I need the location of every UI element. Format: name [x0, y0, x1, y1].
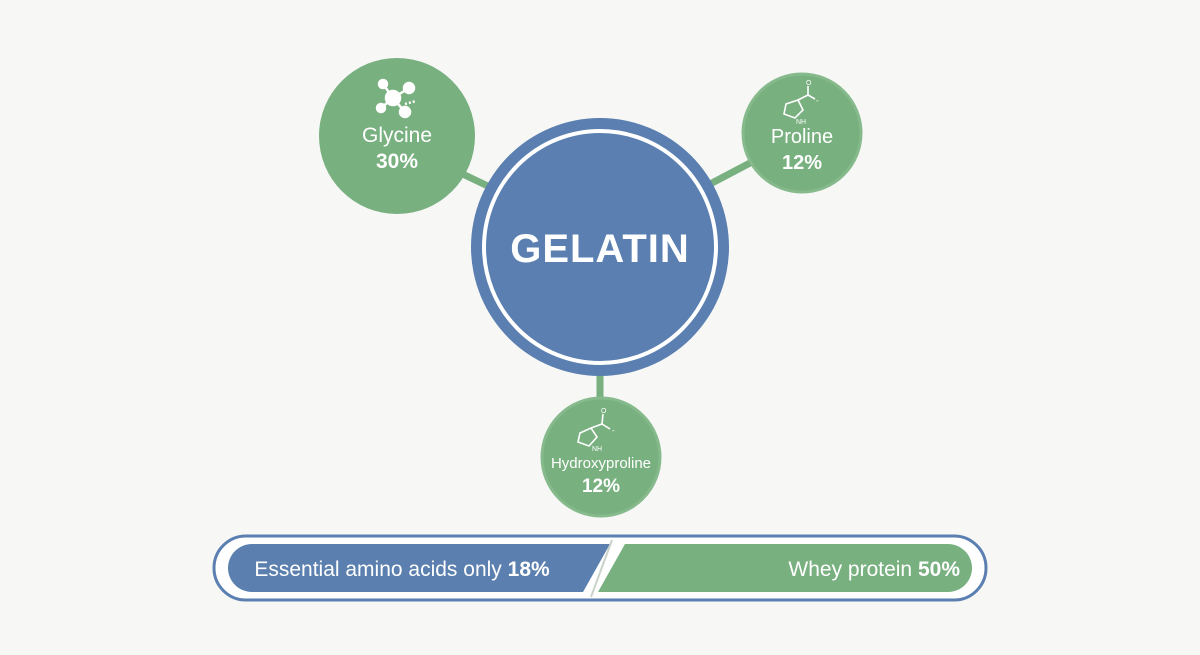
- hydroxyproline-node: [540, 396, 662, 518]
- hydroxyproline-oxygen-label: O: [601, 408, 607, 415]
- hydroxyproline-percent: 12%: [581, 476, 621, 497]
- comparison-right-label: Whey protein: [788, 558, 913, 581]
- hydroxyproline-charge-label: -: [612, 426, 615, 435]
- comparison-bar-right-segment: [598, 544, 972, 592]
- pyrrolidine-ring-icon: [783, 86, 816, 119]
- comparison-right-text: Whey protein 50%: [620, 552, 960, 588]
- connector-proline: [708, 159, 754, 187]
- comparison-bar-left-segment: [228, 544, 610, 592]
- proline-percent: 12%: [781, 152, 823, 174]
- glycine-node: [319, 58, 475, 214]
- proline-charge-label: -: [816, 96, 819, 105]
- pyrrolidine-ring-icon: [577, 413, 611, 447]
- comparison-bar-divider: [590, 539, 613, 598]
- glycine-name: Glycine: [361, 124, 433, 147]
- comparison-left-text: Essential amino acids only 18%: [222, 552, 582, 588]
- hydroxyproline-name: Hydroxyproline: [550, 455, 652, 472]
- center-node-outer: [471, 118, 729, 376]
- glycine-percent: 30%: [375, 150, 419, 173]
- comparison-right-percent: 50%: [917, 558, 960, 581]
- comparison-left-percent: 18%: [507, 558, 550, 581]
- center-label: GELATIN: [510, 227, 690, 271]
- proline-oxygen-label: O: [806, 80, 812, 87]
- hydroxyproline-amine-label: NH: [592, 446, 602, 453]
- proline-name: Proline: [770, 126, 834, 148]
- center-node-ring: [482, 129, 718, 365]
- proline-node: [741, 72, 863, 194]
- molecule-icon: [375, 78, 417, 119]
- proline-amine-label: NH: [796, 119, 806, 126]
- comparison-left-label: Essential amino acids only: [254, 558, 502, 581]
